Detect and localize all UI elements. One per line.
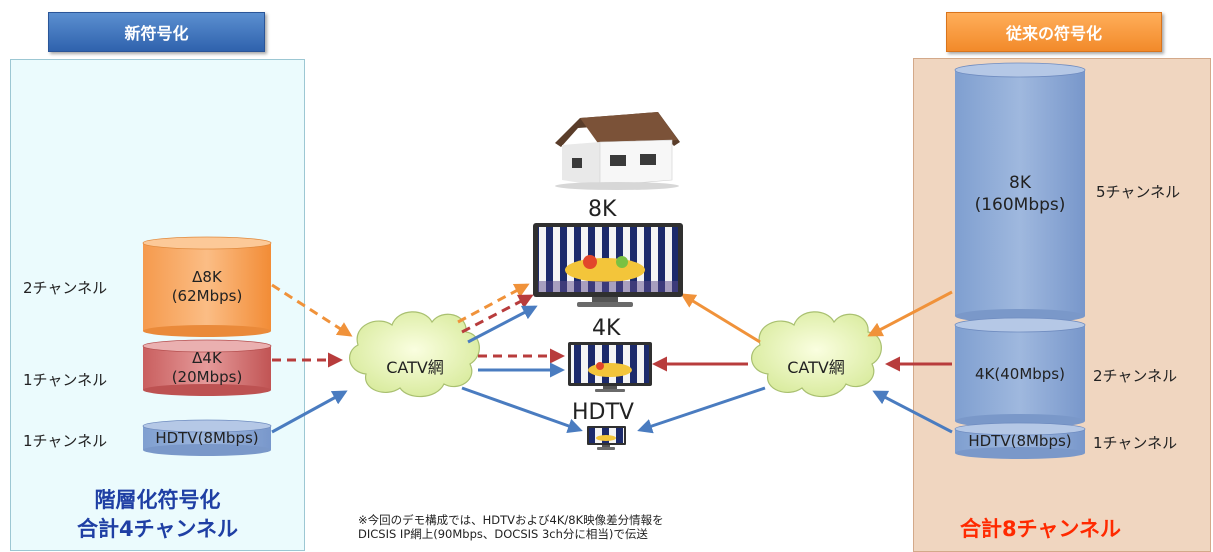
left-title-hierarchical: 階層化符号化 xyxy=(94,488,221,512)
header-conventional-encoding-label: 従来の符号化 xyxy=(1005,24,1102,43)
footnote-line-1: ※今回のデモ構成では、HDTVおよび4K/8K映像差分情報を xyxy=(358,513,664,527)
right-channels-hdtv: 1チャンネル xyxy=(1093,434,1178,452)
footnote-line-2: DICSIS IP網上(90Mbps、DOCSIS 3ch分に相当)で伝送 xyxy=(358,527,648,541)
right-4k-label: 4K(40Mbps) xyxy=(975,365,1065,383)
arrow-cloud-to-hdtv xyxy=(461,386,583,434)
delta4k-name: Δ4K xyxy=(192,349,222,367)
delta8k-name: Δ8K xyxy=(192,268,222,286)
header-new-encoding: 新符号化 xyxy=(48,12,265,52)
right-hdtv-label: HDTV(8Mbps) xyxy=(968,432,1072,450)
house-icon xyxy=(555,112,680,190)
left-total-channels: 合計4チャンネル xyxy=(77,517,238,541)
right-8k-rate: (160Mbps) xyxy=(974,195,1066,215)
right-channels-4k: 2チャンネル xyxy=(1093,367,1178,385)
arrow-cloud-to-8k-blue xyxy=(467,305,538,344)
cylinder-hdtv-right xyxy=(954,422,1086,459)
delta8k-label: Δ8K (62Mbps) xyxy=(143,268,271,306)
header-new-encoding-label: 新符号化 xyxy=(124,24,189,43)
arrow-cloud-to-8k-red xyxy=(461,294,534,334)
arrow-rcloud-to-8k xyxy=(680,293,761,344)
arrow-hdtv-to-cloud xyxy=(271,390,348,434)
hdtv-left-label: HDTV(8Mbps) xyxy=(155,429,259,447)
cloud-left-label: CATV網 xyxy=(386,358,444,377)
tv-8k-label: 8K xyxy=(588,197,617,222)
right-8k-label: 8K (160Mbps) xyxy=(955,172,1085,216)
header-conventional-encoding: 従来の符号化 xyxy=(946,12,1162,52)
cloud-left-icon xyxy=(349,311,480,398)
left-channels-4k: 1チャンネル xyxy=(23,371,108,389)
right-channels-8k: 5チャンネル xyxy=(1096,183,1181,201)
cylinder-delta-4k xyxy=(142,339,272,396)
footnote: ※今回のデモ構成では、HDTVおよび4K/8K映像差分情報を DICSIS IP… xyxy=(358,513,918,541)
arrow-cloud-to-8k-orange xyxy=(457,283,530,324)
arrow-rcloud-to-hdtv xyxy=(637,386,766,434)
cloud-right-icon xyxy=(751,311,882,398)
delta4k-rate: (20Mbps) xyxy=(171,368,243,386)
cylinder-hdtv-left xyxy=(142,419,272,456)
arrow-hdtv-to-rcloud xyxy=(872,390,953,434)
tv-hdtv-label: HDTV xyxy=(572,400,634,425)
right-total-channels: 合計8チャンネル xyxy=(960,517,1121,541)
right-8k-name: 8K xyxy=(1009,173,1031,193)
left-channels-hdtv: 1チャンネル xyxy=(23,432,108,450)
delta4k-label: Δ4K (20Mbps) xyxy=(143,349,271,387)
left-channels-8k: 2チャンネル xyxy=(23,279,108,297)
arrow-delta8k-to-cloud xyxy=(271,283,353,337)
tv-4k-icon xyxy=(568,342,652,392)
cylinder-4k-right xyxy=(954,317,1086,428)
arrow-8k-to-rcloud xyxy=(867,290,953,337)
tv-hdtv-icon xyxy=(587,426,626,450)
cylinder-delta-8k xyxy=(142,236,272,337)
tv-8k-icon xyxy=(533,223,683,307)
cloud-right-label: CATV網 xyxy=(787,358,845,377)
cylinder-8k-right xyxy=(954,62,1086,323)
tv-4k-label: 4K xyxy=(592,316,621,341)
delta8k-rate: (62Mbps) xyxy=(171,287,243,305)
